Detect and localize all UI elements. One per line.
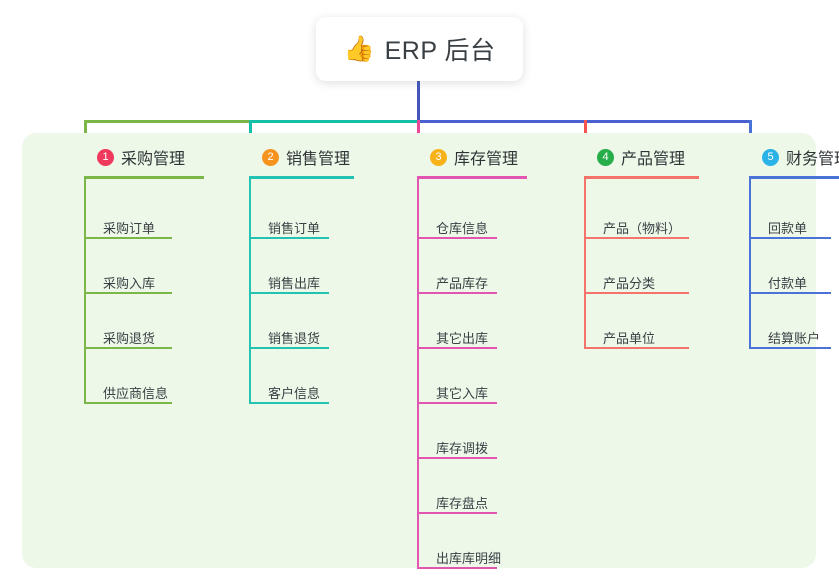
leaf-item[interactable]: 回款单 xyxy=(768,221,808,236)
leaf-rule xyxy=(84,292,172,294)
column-header-3[interactable]: 3 库存管理 xyxy=(430,145,518,169)
leaf-item[interactable]: 产品（物料） xyxy=(603,221,682,236)
thumbs-up-icon: 👍 xyxy=(343,34,375,63)
leaf-item[interactable]: 供应商信息 xyxy=(103,386,169,401)
leaf-item[interactable]: 采购订单 xyxy=(103,221,156,236)
leaf-rule xyxy=(249,402,329,404)
leaf-rule xyxy=(84,347,172,349)
column-header-rule-2 xyxy=(249,176,354,179)
column-header-1[interactable]: 1 采购管理 xyxy=(97,145,185,169)
leaf-rule xyxy=(417,347,497,349)
leaf-item[interactable]: 采购退货 xyxy=(103,331,156,346)
leaf-item[interactable]: 产品单位 xyxy=(603,331,656,346)
leaf-item[interactable]: 销售订单 xyxy=(268,221,321,236)
column-header-rule-4 xyxy=(584,176,699,179)
leaf-rule xyxy=(417,457,497,459)
leaf-rule xyxy=(749,237,831,239)
bus-segment-1 xyxy=(84,120,251,123)
column-title-5: 财务管理 xyxy=(786,151,839,168)
leaf-item[interactable]: 其它出库 xyxy=(436,331,489,346)
leaf-rule xyxy=(584,237,689,239)
root-node[interactable]: 👍 ERP 后台 xyxy=(316,17,523,81)
leaf-rule xyxy=(417,512,497,514)
column-badge-3: 3 xyxy=(430,148,447,166)
leaf-rule xyxy=(417,237,497,239)
column-header-rule-1 xyxy=(84,176,204,179)
leaf-rule xyxy=(417,567,497,569)
leaf-item[interactable]: 结算账户 xyxy=(768,331,821,346)
column-spine-1 xyxy=(84,179,86,402)
leaf-item[interactable]: 产品库存 xyxy=(436,276,489,291)
leaf-rule xyxy=(84,237,172,239)
leaf-item[interactable]: 库存调拨 xyxy=(436,441,489,456)
column-header-rule-3 xyxy=(417,176,527,179)
leaf-rule xyxy=(749,347,831,349)
column-header-5[interactable]: 5 财务管理 xyxy=(762,145,839,169)
leaf-item[interactable]: 采购入库 xyxy=(103,276,156,291)
column-title-3: 库存管理 xyxy=(454,151,519,168)
column-title-1: 采购管理 xyxy=(121,151,186,168)
leaf-rule xyxy=(417,402,497,404)
leaf-rule xyxy=(249,347,329,349)
leaf-rule xyxy=(584,347,689,349)
leaf-item[interactable]: 销售退货 xyxy=(268,331,321,346)
leaf-rule xyxy=(749,292,831,294)
leaf-item[interactable]: 库存盘点 xyxy=(436,496,489,511)
bus-segment-2 xyxy=(249,120,419,123)
leaf-rule xyxy=(249,237,329,239)
leaf-rule xyxy=(584,292,689,294)
leaf-item[interactable]: 销售出库 xyxy=(268,276,321,291)
column-badge-1: 1 xyxy=(97,148,114,166)
column-spine-4 xyxy=(584,179,586,347)
leaf-item[interactable]: 出库库明细 xyxy=(436,551,502,566)
leaf-item[interactable]: 其它入库 xyxy=(436,386,489,401)
leaf-rule xyxy=(249,292,329,294)
column-header-rule-5 xyxy=(749,176,839,179)
column-title-2: 销售管理 xyxy=(286,151,351,168)
column-header-2[interactable]: 2 销售管理 xyxy=(262,145,350,169)
column-spine-3 xyxy=(417,179,419,567)
column-badge-5: 5 xyxy=(762,148,779,166)
trunk-line xyxy=(417,81,420,123)
column-badge-4: 4 xyxy=(597,148,614,166)
column-spine-2 xyxy=(249,179,251,402)
column-title-4: 产品管理 xyxy=(621,151,686,168)
column-spine-5 xyxy=(749,179,751,347)
leaf-item[interactable]: 客户信息 xyxy=(268,386,321,401)
leaf-item[interactable]: 产品分类 xyxy=(603,276,656,291)
root-title: ERP 后台 xyxy=(384,37,496,65)
leaf-rule xyxy=(84,402,172,404)
leaf-item[interactable]: 仓库信息 xyxy=(436,221,489,236)
column-header-4[interactable]: 4 产品管理 xyxy=(597,145,685,169)
content-panel xyxy=(22,133,816,568)
leaf-item[interactable]: 付款单 xyxy=(768,276,808,291)
column-badge-2: 2 xyxy=(262,148,279,166)
leaf-rule xyxy=(417,292,497,294)
